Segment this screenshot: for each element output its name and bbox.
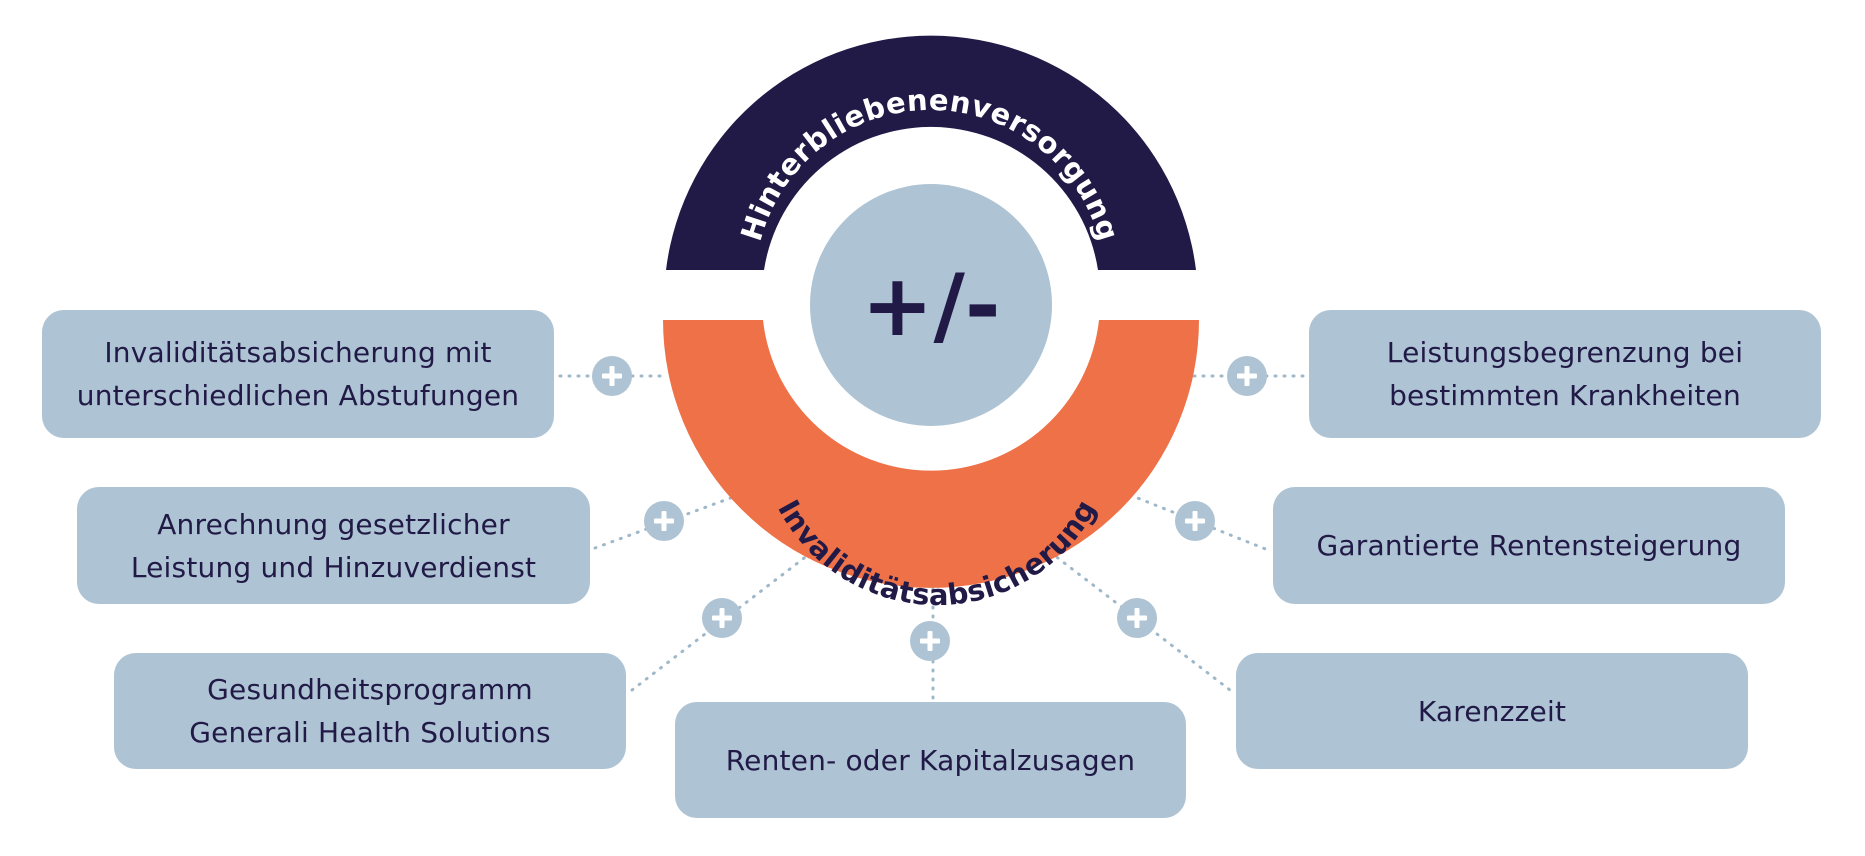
feature-box-anrechnung: Anrechnung gesetzlicher Leistung und Hin… (77, 487, 590, 604)
center-circle (810, 184, 1052, 426)
feature-line: Leistung und Hinzuverdienst (130, 550, 537, 584)
plus-icon (702, 598, 742, 638)
plus-icon (592, 356, 632, 396)
feature-line: Generali Health Solutions (189, 716, 551, 749)
plus-icon (644, 501, 684, 541)
feature-line: Garantierte Rentensteigerung (1316, 529, 1742, 562)
feature-box-gesundheitsprogramm: Gesundheitsprogramm Generali Health Solu… (114, 653, 626, 769)
feature-line: Leistungsbegrenzung bei (1386, 336, 1744, 369)
plus-icon (1227, 356, 1267, 396)
plus-icon (1117, 598, 1157, 638)
feature-line: Renten- oder Kapitalzusagen (725, 743, 1136, 777)
connector-anrechnung (593, 494, 738, 550)
feature-line: bestimmten Krankheiten (1389, 379, 1741, 412)
bottom-arc-band (663, 320, 1199, 588)
center-symbol: +/- (861, 256, 1000, 356)
feature-line: unterschiedlichen Abstufungen (76, 379, 520, 412)
plus-icon (1175, 501, 1215, 541)
feature-line: Gesundheitsprogramm (207, 673, 533, 706)
feature-box-karenzzeit: Karenzzeit (1236, 653, 1748, 769)
plus-badges (592, 356, 1267, 661)
feature-box-invaliditaet-abstufungen: Invaliditätsabsicherung mit unterschiedl… (42, 310, 554, 438)
feature-box-leistungsbegrenzung: Leistungsbegrenzung bei bestimmten Krank… (1309, 310, 1821, 438)
feature-line: Karenzzeit (1417, 694, 1567, 728)
top-arc-band (666, 35, 1196, 270)
feature-line: Anrechnung gesetzlicher (157, 507, 510, 541)
connector-gesundheitsprogramm (630, 550, 814, 692)
connector-karenzzeit (1048, 550, 1232, 692)
feature-box-rentensteigerung: Garantierte Rentensteigerung (1273, 487, 1785, 604)
feature-line: Invaliditätsabsicherung mit (104, 336, 492, 369)
plus-icon (910, 621, 950, 661)
feature-box-renten-kapital: Renten- oder Kapitalzusagen (675, 702, 1186, 818)
